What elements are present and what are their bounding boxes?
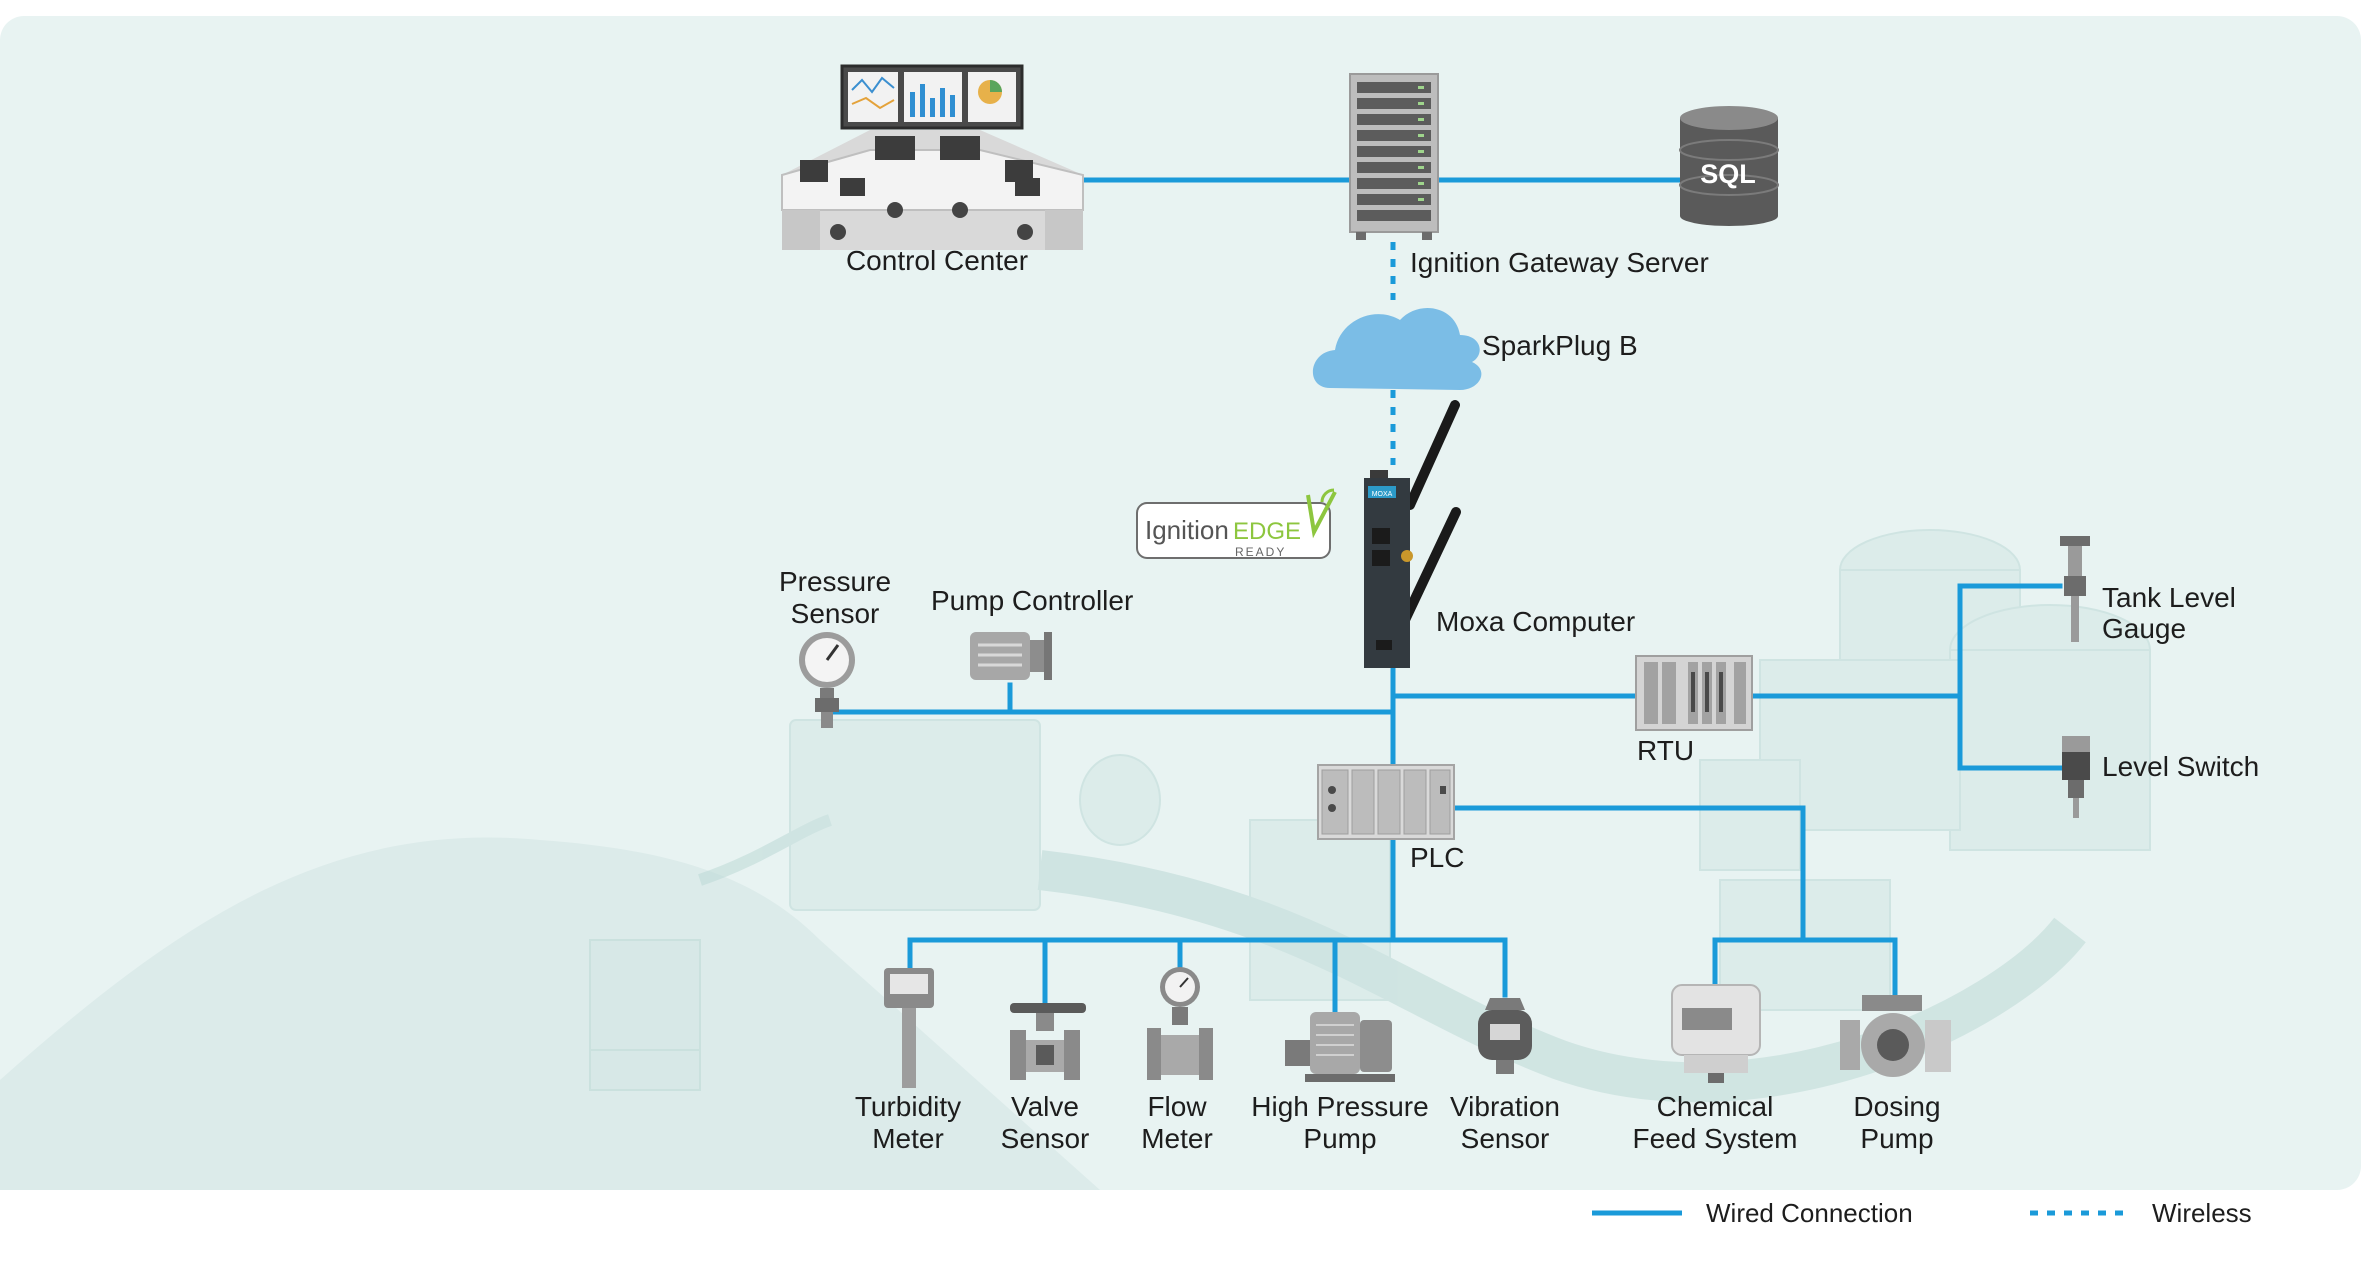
sql-database-icon: SQL (1679, 106, 1779, 226)
legend-wired-label: Wired Connection (1706, 1198, 1913, 1228)
valve-sensor-label-2: Sensor (1000, 1123, 1090, 1154)
background-hill (0, 837, 1100, 1190)
pump-controller-icon (970, 632, 1052, 680)
svg-text:MOXA: MOXA (1372, 491, 1393, 498)
high-pressure-pump-label-1: High Pressure (1251, 1091, 1429, 1122)
valve-sensor-label-1: Valve (1011, 1091, 1079, 1122)
gateway-server-icon (1349, 73, 1439, 240)
valve-sensor-icon (1010, 1003, 1086, 1080)
flow-meter-label-2: Meter (1141, 1123, 1213, 1154)
legend-wireless-label: Wireless (2152, 1198, 2252, 1228)
plc-icon (1317, 764, 1455, 840)
dosing-pump-icon (1840, 995, 1951, 1077)
wired-links (827, 177, 2065, 1015)
flow-meter-label-1: Flow (1147, 1091, 1207, 1122)
vibration-sensor-label-2: Sensor (1460, 1123, 1550, 1154)
chemical-feed-label-1: Chemical (1656, 1091, 1774, 1122)
moxa-computer-icon: MOXA (1364, 400, 1461, 668)
high-pressure-pump-icon (1285, 1012, 1395, 1082)
background-plant (589, 529, 2151, 1103)
pressure-sensor-label-2: Sensor (790, 598, 880, 629)
svg-text:Ignition: Ignition (1145, 515, 1229, 545)
rtu-label: RTU (1637, 735, 1695, 766)
chemical-feed-label-2: Feed System (1632, 1123, 1798, 1154)
turbidity-meter-label-2: Meter (872, 1123, 944, 1154)
level-switch-icon (2062, 736, 2090, 818)
tank-level-gauge-label-1: Tank Level (2102, 582, 2236, 613)
vibration-sensor-icon (1478, 998, 1532, 1074)
rtu-icon (1635, 655, 1753, 731)
turbidity-meter-icon (884, 968, 934, 1088)
tank-level-gauge-icon (2060, 536, 2090, 642)
pressure-sensor-icon (799, 632, 855, 728)
tank-level-gauge-label-2: Gauge (2102, 613, 2187, 644)
cloud-icon (1312, 308, 1482, 390)
control-center-icon (781, 64, 1084, 250)
high-pressure-pump-label-2: Pump (1303, 1123, 1377, 1154)
dosing-pump-label-1: Dosing (1853, 1091, 1941, 1122)
vibration-sensor-label-1: Vibration (1449, 1091, 1561, 1122)
control-center-label: Control Center (845, 245, 1029, 276)
plc-label: PLC (1410, 842, 1465, 873)
moxa-computer-label: Moxa Computer (1436, 606, 1636, 637)
level-switch-label: Level Switch (2102, 751, 2260, 782)
svg-text:READY: READY (1235, 545, 1286, 559)
ignition-edge-logo: Ignition EDGE READY (1136, 488, 1337, 559)
flow-meter-icon (1147, 967, 1213, 1080)
chemical-feed-system-icon (1671, 984, 1761, 1083)
dosing-pump-label-2: Pump (1860, 1123, 1934, 1154)
svg-text:EDGE: EDGE (1233, 518, 1301, 545)
turbidity-meter-label-1: Turbidity (854, 1091, 962, 1122)
sparkplug-label: SparkPlug B (1482, 330, 1638, 361)
gateway-server-label: Ignition Gateway Server (1410, 247, 1709, 278)
pressure-sensor-label-1: Pressure (778, 566, 892, 597)
sql-label: SQL (1700, 159, 1756, 189)
pump-controller-label: Pump Controller (931, 585, 1134, 616)
